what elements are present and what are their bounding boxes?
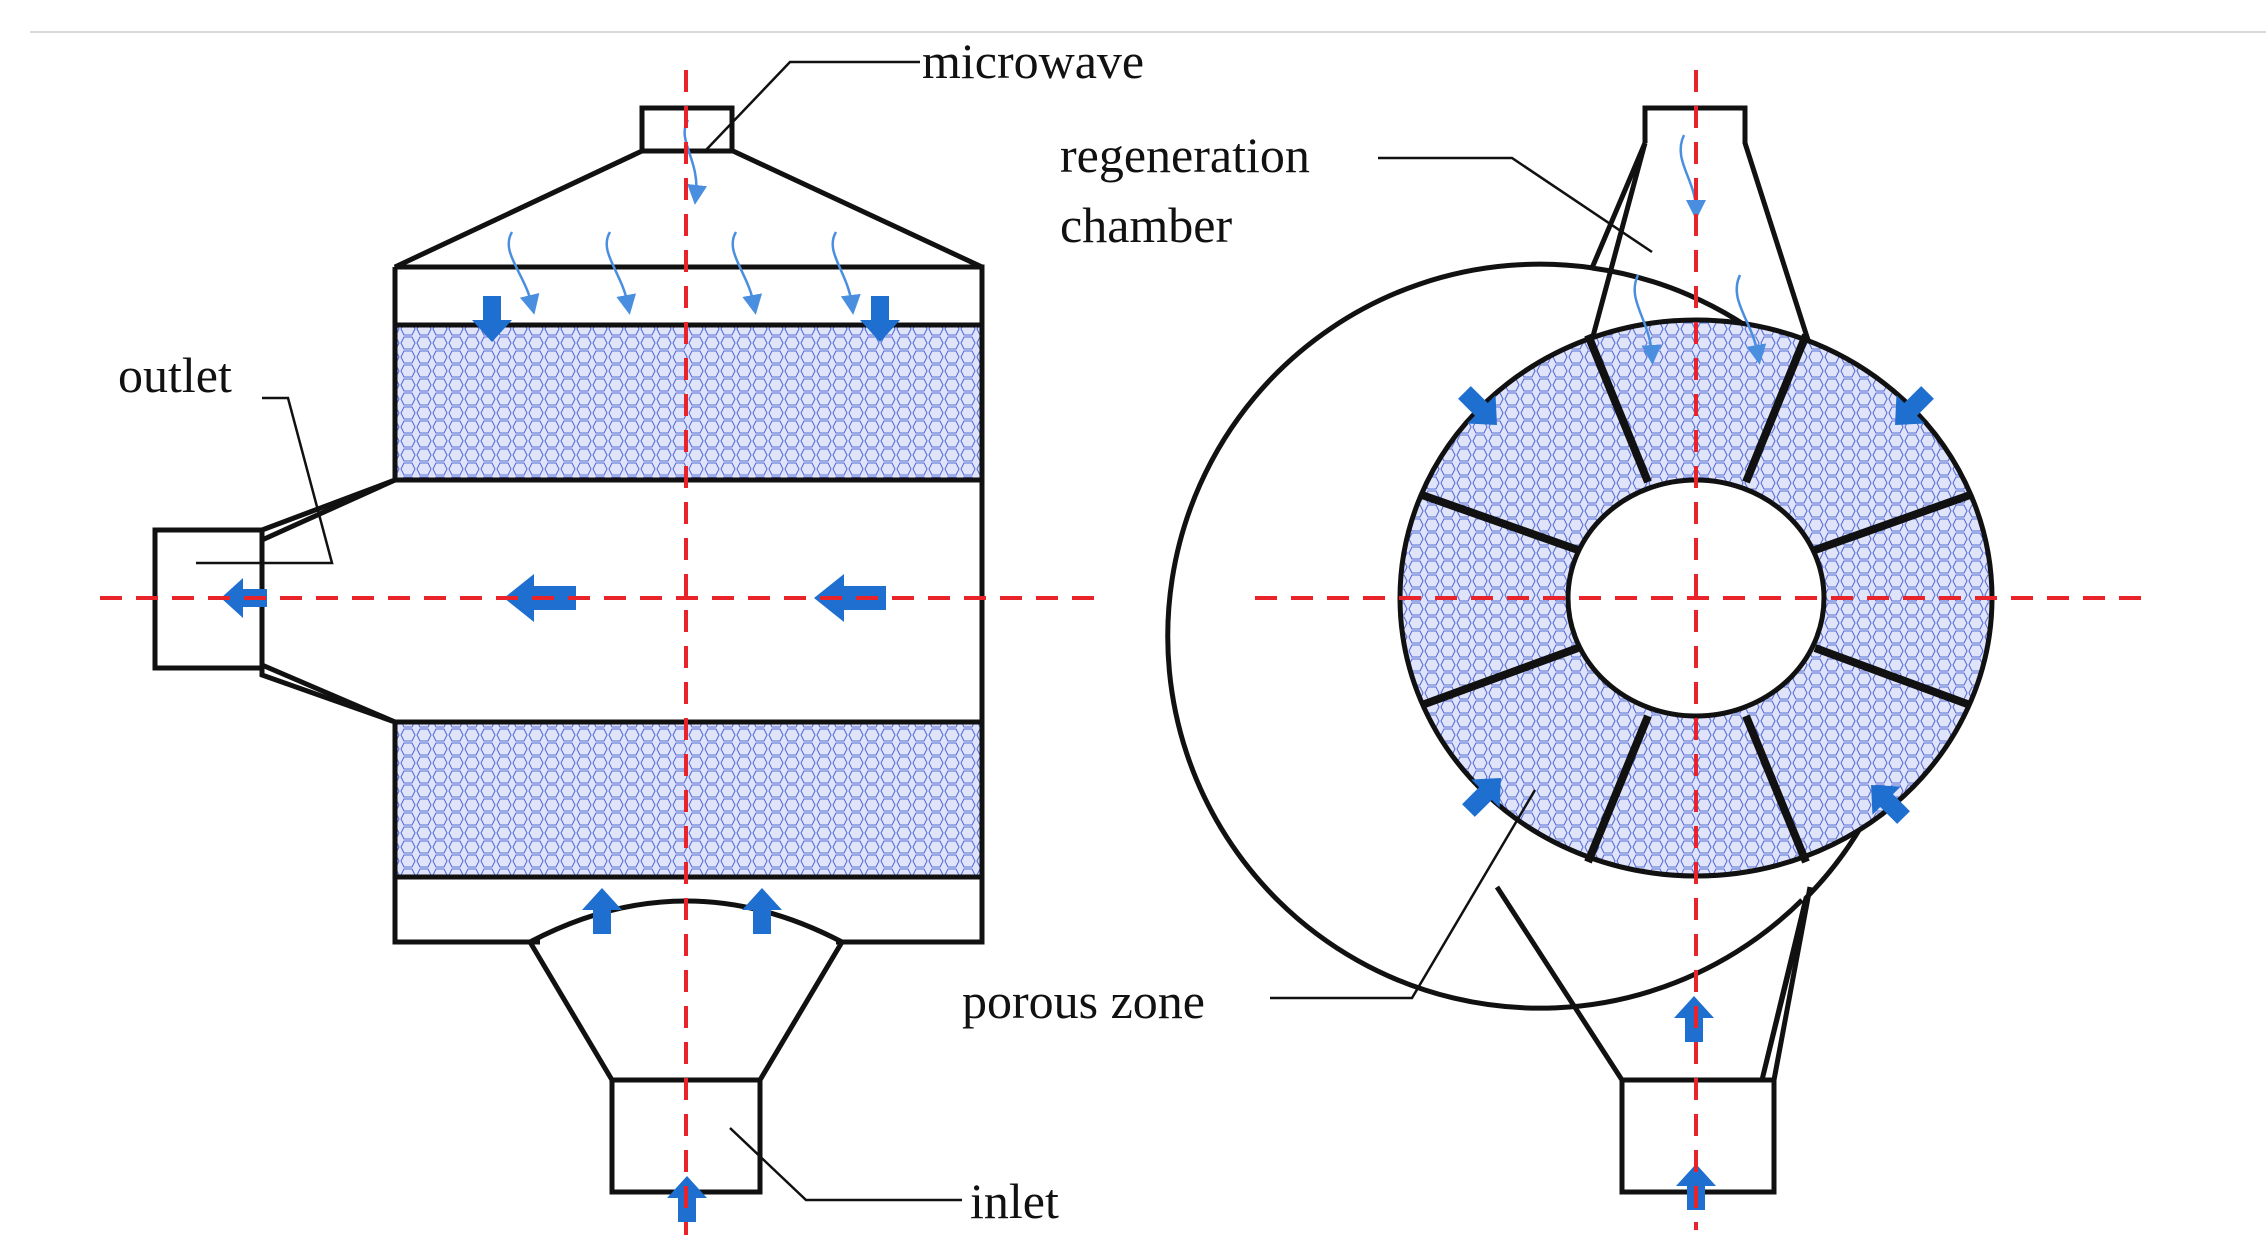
centerlines-side — [100, 70, 1100, 1235]
end-inlet-funnel — [1494, 885, 1813, 1082]
ring-spokes — [1420, 333, 1972, 864]
regeneration-label-line2: chamber — [1060, 197, 1232, 253]
end-view — [1165, 70, 2145, 1230]
porous-zone-label: porous zone — [962, 973, 1205, 1029]
microwave-label: microwave — [922, 33, 1144, 89]
porous-bed-bottom — [392, 719, 985, 880]
side-view — [100, 70, 1100, 1235]
end-microwave-arrows — [1633, 134, 1767, 365]
top-cone — [393, 148, 984, 270]
outlet-nozzle — [259, 477, 396, 725]
regeneration-duct — [1642, 105, 1811, 341]
centerlines-end — [1255, 70, 2145, 1230]
inlet-funnel — [527, 940, 845, 1082]
microwave-arrows — [507, 119, 861, 315]
porous-bed-top — [392, 322, 985, 483]
inlet-label: inlet — [970, 1173, 1059, 1229]
outlet-label: outlet — [118, 347, 232, 403]
leader-lines — [196, 60, 1653, 1202]
regeneration-label-line1: regeneration — [1060, 127, 1310, 183]
